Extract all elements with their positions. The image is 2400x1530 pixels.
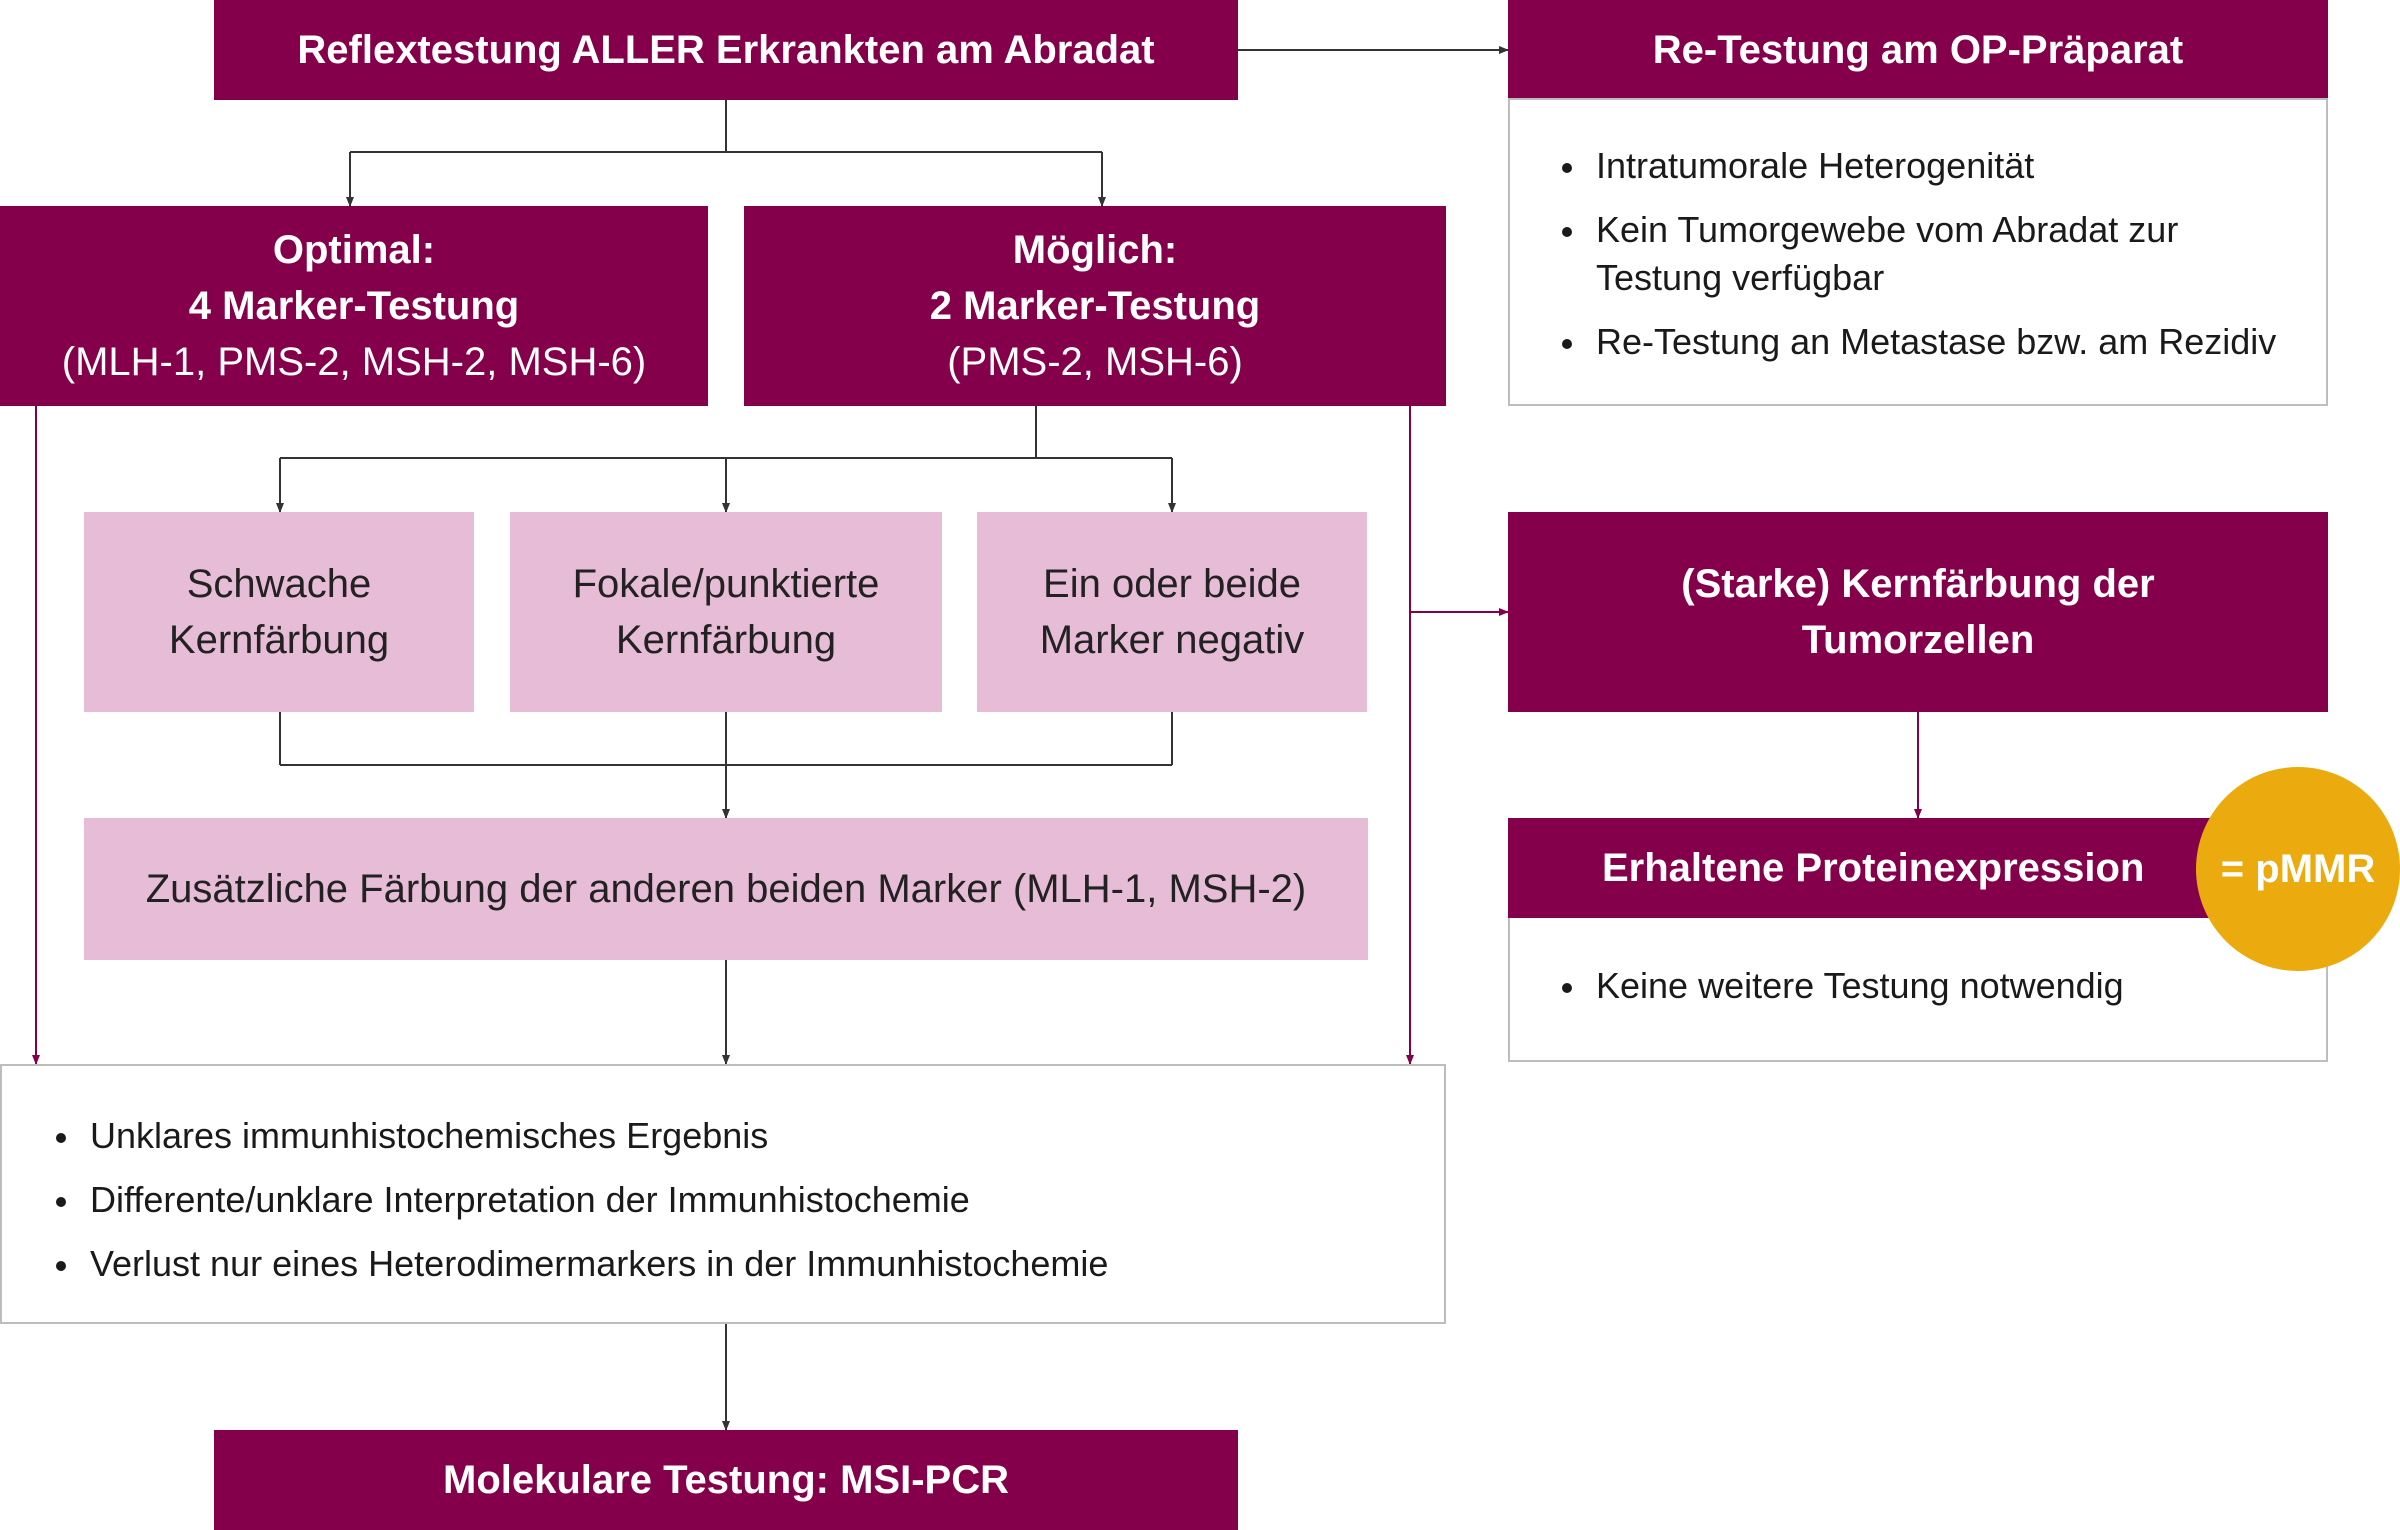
- strong-staining-box: (Starke) Kernfärbung der Tumorzellen: [1508, 512, 2328, 712]
- retest-header: Re-Testung am OP-Präparat: [1508, 0, 2328, 100]
- list-item: Kein Tumorgewebe vom Abradat zur Testung…: [1548, 206, 2236, 302]
- retest-list: Intratumorale Heterogenität Kein Tumorge…: [1548, 142, 2326, 366]
- additional-staining-box: Zusätzliche Färbung der anderen beiden M…: [84, 818, 1368, 960]
- preserved-result-list: Keine weitere Testung notwendig: [1548, 962, 2326, 1010]
- pmmr-label: = pMMR: [2220, 846, 2376, 891]
- additional-staining-label: Zusätzliche Färbung der anderen beiden M…: [145, 867, 1307, 911]
- preserved-header: Erhaltene Proteinexpression: [1508, 818, 2328, 918]
- reflex-testing-label: Reflextestung ALLER Erkrankten am Abrada…: [297, 28, 1155, 72]
- possible-title: Möglich:: [1012, 228, 1178, 272]
- negative-marker-line1: Ein oder beide: [1043, 562, 1301, 606]
- optimal-subtitle: 4 Marker-Testung: [188, 284, 520, 328]
- retest-title: Re-Testung am OP-Präparat: [1652, 28, 2184, 72]
- weak-staining-line2: Kernfärbung: [168, 618, 390, 662]
- negative-marker-box: Ein oder beide Marker negativ: [977, 512, 1367, 712]
- molecular-testing-label: Molekulare Testung: MSI-PCR: [443, 1458, 1009, 1502]
- list-item: Keine weitere Testung notwendig: [1548, 962, 2326, 1010]
- list-item: Verlust nur eines Heterodimermarkers in …: [42, 1240, 1444, 1288]
- list-item: Differente/unklare Interpretation der Im…: [42, 1176, 1444, 1224]
- retest-box: Intratumorale Heterogenität Kein Tumorge…: [1508, 98, 2328, 406]
- focal-staining-box: Fokale/punktierte Kernfärbung: [510, 512, 942, 712]
- unclear-result-box: Unklares immunhistochemisches Ergebnis D…: [0, 1064, 1446, 1324]
- optimal-markers: (MLH-1, PMS-2, MSH-2, MSH-6): [61, 340, 647, 384]
- reflex-testing-box: Reflextestung ALLER Erkrankten am Abrada…: [214, 0, 1238, 100]
- list-item: Unklares immunhistochemisches Ergebnis: [42, 1112, 1444, 1160]
- optimal-title: Optimal:: [272, 228, 436, 272]
- pmmr-badge: = pMMR: [2196, 767, 2400, 971]
- list-item: Intratumorale Heterogenität: [1548, 142, 2326, 190]
- focal-staining-line1: Fokale/punktierte: [572, 562, 880, 606]
- possible-markers: (PMS-2, MSH-6): [947, 340, 1243, 384]
- preserved-result-box: Keine weitere Testung notwendig: [1508, 900, 2328, 1062]
- focal-staining-line2: Kernfärbung: [615, 618, 837, 662]
- weak-staining-line1: Schwache: [186, 562, 372, 606]
- molecular-testing-box: Molekulare Testung: MSI-PCR: [214, 1430, 1238, 1530]
- weak-staining-box: Schwache Kernfärbung: [84, 512, 474, 712]
- list-item: Re-Testung an Metastase bzw. am Rezidiv: [1548, 318, 2326, 366]
- strong-staining-line1: (Starke) Kernfärbung der: [1681, 562, 2155, 606]
- strong-staining-line2: Tumorzellen: [1801, 618, 2035, 662]
- preserved-title: Erhaltene Proteinexpression: [1602, 846, 2145, 890]
- possible-box: Möglich: 2 Marker-Testung (PMS-2, MSH-6): [744, 206, 1446, 406]
- possible-subtitle: 2 Marker-Testung: [929, 284, 1261, 328]
- optimal-box: Optimal: 4 Marker-Testung (MLH-1, PMS-2,…: [0, 206, 708, 406]
- unclear-result-list: Unklares immunhistochemisches Ergebnis D…: [42, 1112, 1444, 1288]
- negative-marker-line2: Marker negativ: [1039, 618, 1305, 662]
